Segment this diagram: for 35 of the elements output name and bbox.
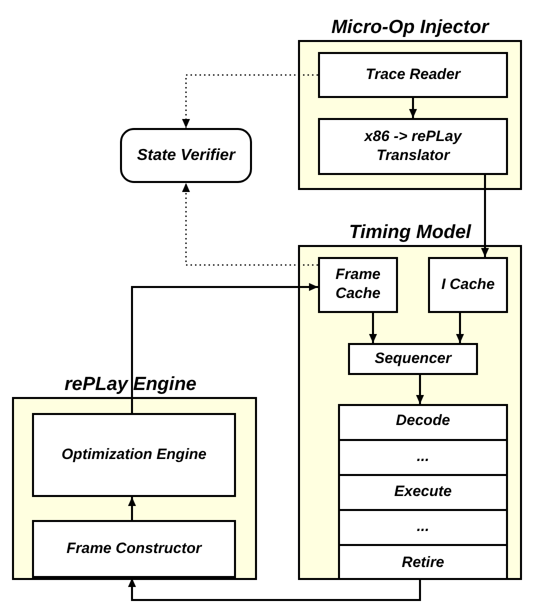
box-label: Execute bbox=[394, 483, 452, 502]
arrow bbox=[128, 578, 421, 601]
arrow bbox=[481, 175, 489, 257]
process-box bbox=[348, 343, 478, 375]
box-label: Frame Cache bbox=[334, 266, 382, 304]
dotted-arrow bbox=[182, 183, 318, 266]
box-label: Sequencer bbox=[374, 350, 452, 368]
arrow bbox=[416, 375, 424, 404]
box-label: Decode bbox=[396, 412, 450, 431]
arrow bbox=[131, 283, 318, 413]
box-label: Frame Constructor bbox=[66, 540, 202, 558]
process-box bbox=[32, 413, 236, 497]
process-box bbox=[32, 520, 236, 578]
arrow bbox=[456, 313, 464, 343]
pipeline-stack bbox=[338, 404, 508, 580]
verifier-box bbox=[120, 128, 252, 183]
dotted-arrow bbox=[182, 74, 318, 128]
module-title: Timing Model bbox=[348, 223, 472, 245]
box-label: x86 -> rePLay Translator bbox=[363, 128, 464, 166]
process-box bbox=[428, 257, 508, 313]
process-box bbox=[318, 257, 398, 313]
box-label: ... bbox=[416, 448, 430, 467]
arrow bbox=[128, 497, 136, 520]
module-title: Micro-Op Injector bbox=[331, 18, 489, 40]
process-box bbox=[318, 118, 508, 175]
box-label: State Verifier bbox=[136, 146, 236, 166]
process-box bbox=[318, 52, 508, 98]
module-title: rePLay Engine bbox=[64, 375, 196, 397]
arrow bbox=[369, 313, 377, 343]
box-label: Retire bbox=[402, 554, 444, 572]
box-label: I Cache bbox=[441, 276, 495, 294]
box-label: Optimization Engine bbox=[62, 446, 206, 464]
box-label: ... bbox=[416, 518, 430, 537]
box-label: Trace Reader bbox=[366, 66, 460, 84]
arrow bbox=[409, 98, 417, 118]
